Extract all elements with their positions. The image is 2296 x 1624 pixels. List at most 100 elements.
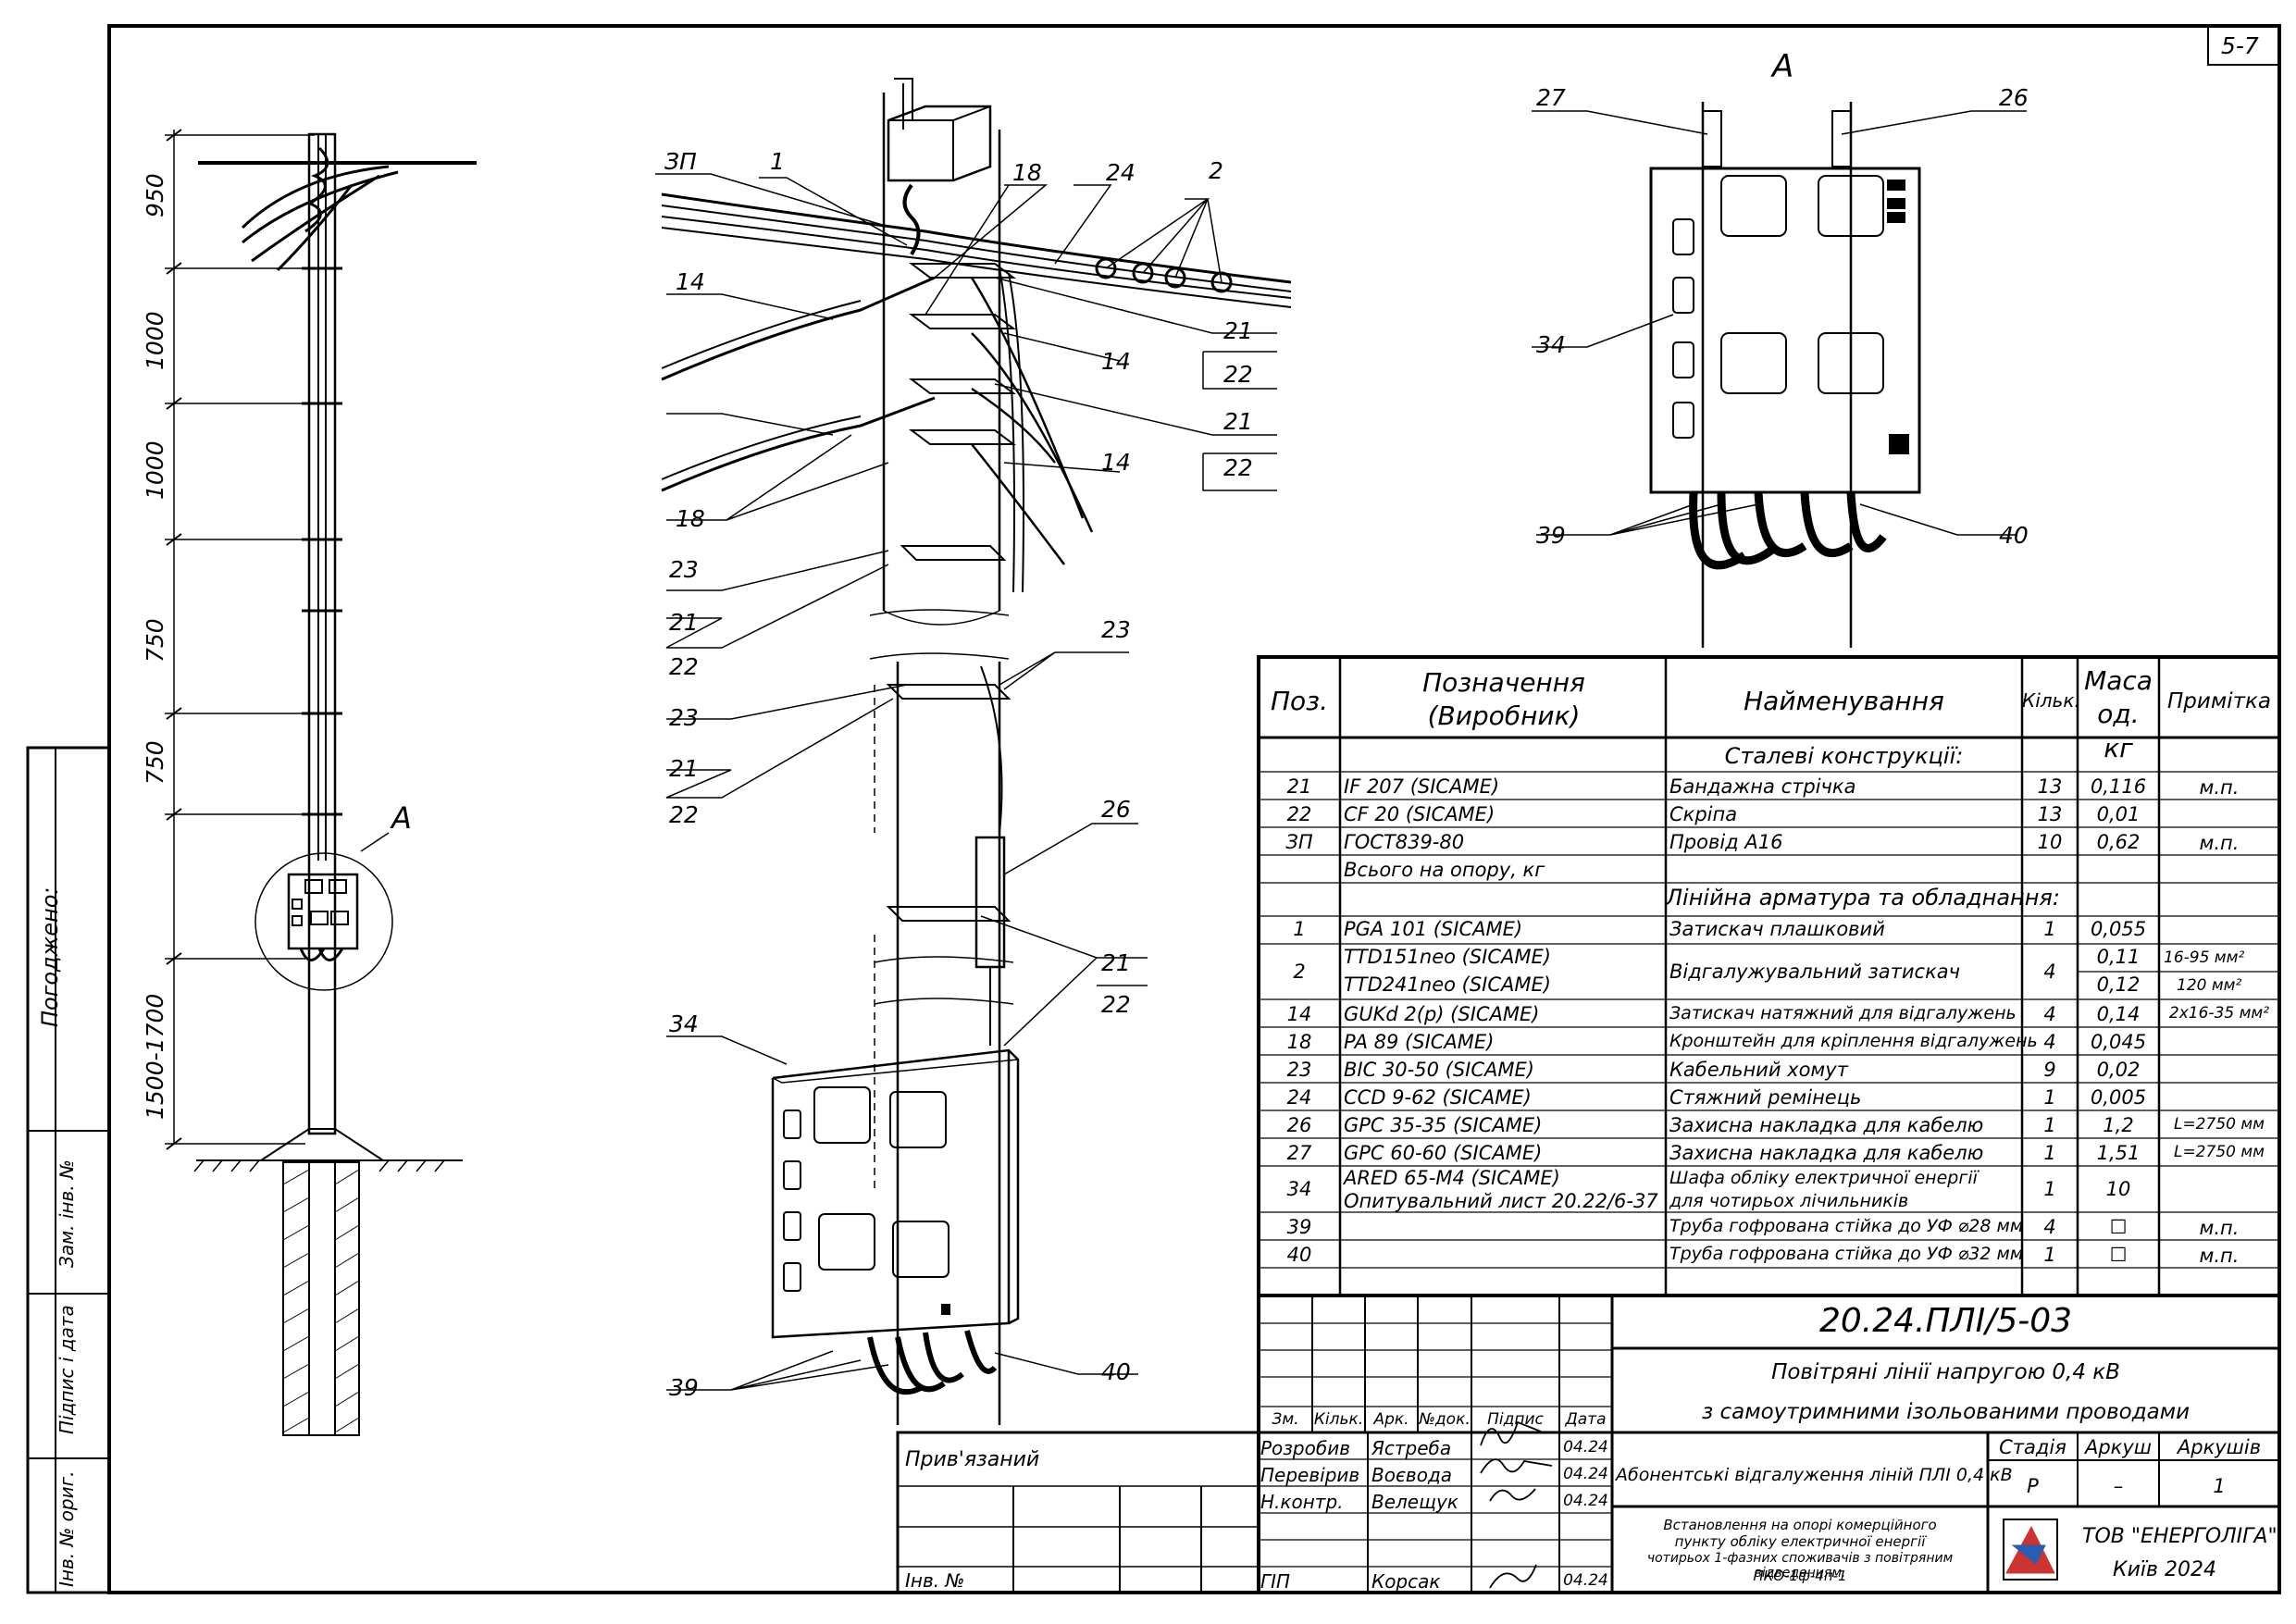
cell-qty: 1	[2043, 1086, 2056, 1109]
callout-21-b: 21	[1223, 408, 1253, 435]
th-note: Примітка	[2167, 689, 2271, 713]
cell-qty: 1	[2043, 1178, 2056, 1200]
cell-note: м.п.	[2199, 776, 2240, 799]
detail-callout-26: 26	[1999, 84, 2029, 111]
inv-no-label: Інв. №	[905, 1569, 965, 1592]
tb-person: Воєвода	[1371, 1464, 1453, 1486]
cell-des: ГОСТ839-80	[1344, 831, 1465, 853]
callout-18-top: 18	[1012, 159, 1042, 186]
cell-name: Кабельний хомут	[1669, 1059, 1848, 1081]
tb-col-head: Дата	[1565, 1410, 1607, 1429]
cell-mass: 0,01	[2096, 803, 2141, 825]
view-marker-a: A	[391, 800, 412, 836]
callout-23-b: 23	[1101, 616, 1131, 643]
tb-date: 04.24	[1563, 1571, 1608, 1590]
cell-pos: 22	[1286, 803, 1312, 825]
strip-inv-orig: Інв. № ориг.	[56, 1470, 78, 1587]
callout-21-e: 21	[1101, 949, 1131, 976]
cell-qty: 1	[2043, 1114, 2056, 1136]
tb-date: 04.24	[1563, 1492, 1608, 1510]
cell-name: для чотирьох лічильників	[1669, 1191, 1909, 1211]
cell-name: Затискач плашковий	[1669, 918, 1885, 940]
callout-14-c: 14	[1101, 449, 1131, 476]
cell-des: CF 20 (SICAME)	[1344, 803, 1496, 825]
cell-name: Захисна накладка для кабелю	[1669, 1142, 1984, 1164]
cell-note: 120 мм²	[2177, 976, 2242, 995]
dim-1000-b: 1000	[142, 440, 168, 500]
cell-qty: 4	[2043, 961, 2056, 983]
cell-des: PA 89 (SICAME)	[1344, 1031, 1495, 1053]
callout-21-c: 21	[669, 609, 699, 636]
cell-note: м.п.	[2199, 1217, 2240, 1239]
th-mass: Маса од. кг	[2084, 665, 2153, 763]
cell-mass: 1,2	[2103, 1114, 2134, 1136]
cell-name: Скріпа	[1669, 803, 1738, 825]
cell-qty: 9	[2043, 1059, 2056, 1081]
cell-pos: 23	[1286, 1059, 1312, 1081]
cell-pos: 21	[1286, 775, 1312, 798]
tb-col-head: Кільк.	[1313, 1410, 1364, 1429]
spec-table-grid	[1257, 655, 2281, 1297]
cell-qty: 1	[2043, 1142, 2056, 1164]
cell-note: м.п.	[2199, 1245, 2240, 1267]
title-line-2: з самоутримними ізольованими проводами	[1701, 1400, 2191, 1424]
cell-pos: 18	[1286, 1031, 1312, 1053]
callout-22-a: 22	[1223, 361, 1253, 388]
stage-value: Р	[2027, 1475, 2039, 1497]
cell-mass: 0,116	[2090, 775, 2147, 798]
cell-pos: ЗП	[1285, 831, 1313, 853]
cell-des: Всього на опору, кг	[1344, 859, 1545, 881]
cell-note: 16-95 мм²	[2164, 948, 2245, 967]
cell-mass: 0,11	[2096, 946, 2141, 968]
cell-pos: 27	[1286, 1142, 1312, 1164]
company-city: Київ 2024	[2113, 1558, 2216, 1581]
th-qty: Кільк.	[2022, 689, 2080, 712]
cell-mass: ☐	[2109, 1216, 2128, 1238]
cell-mass: 0,14	[2096, 1003, 2141, 1025]
cell-name: Відгалужувальний затискач	[1669, 961, 1961, 983]
title-block-grid	[896, 1294, 2281, 1594]
cell-des: TTD151neo (SICAME)	[1344, 946, 1551, 968]
tb-col-head: №док.	[1419, 1410, 1471, 1429]
cell-des: ARED 65-M4 (SICAME)	[1344, 1167, 1560, 1189]
strip-sign-date: Підпис і дата	[56, 1305, 78, 1434]
cell-mass: 0,055	[2090, 918, 2147, 940]
cell-name: Затискач натяжний для відгалужень	[1669, 1003, 2017, 1023]
callout-23-c: 23	[669, 704, 699, 731]
sheet-frame	[107, 24, 2281, 1594]
left-strip	[26, 746, 111, 1594]
cell-des: PGA 101 (SICAME)	[1344, 918, 1523, 940]
cell-qty: 4	[2043, 1003, 2056, 1025]
cell-mass: 0,005	[2090, 1086, 2147, 1109]
section-steel: Сталеві конструкції:	[1724, 743, 1964, 769]
stage-header: Стадія	[1999, 1436, 2066, 1458]
title-note-3: чотирьох 1-фазних споживачів з повітряни…	[1646, 1551, 1954, 1581]
tb-person: Ястреба	[1371, 1437, 1452, 1459]
cell-des: GPC 35-35 (SICAME)	[1344, 1114, 1543, 1136]
dim-1000-a: 1000	[142, 311, 168, 370]
cell-qty: 10	[2037, 831, 2063, 853]
tb-date: 04.24	[1563, 1438, 1608, 1457]
bound-label: Прив'язаний	[905, 1448, 1040, 1471]
title-note-4: ПКО-1ф-4п-1	[1753, 1568, 1847, 1584]
callout-21-a: 21	[1223, 317, 1253, 344]
cell-name: Шафа обліку електричної енергії	[1669, 1168, 1978, 1188]
cell-qty: 13	[2037, 775, 2063, 798]
strip-zam-inv: Зам. інв. №	[56, 1159, 78, 1268]
tb-role: Розробив	[1260, 1437, 1350, 1459]
sheet-tag: 5-7	[2221, 32, 2259, 59]
cell-mass: 1,51	[2096, 1142, 2141, 1164]
cell-name: Кронштейн для кріплення відгалужень	[1669, 1031, 2038, 1051]
sheets-value: 1	[2213, 1475, 2226, 1497]
tb-col-head: Підпис	[1487, 1410, 1544, 1429]
cell-name: Бандажна стрічка	[1669, 775, 1856, 798]
callout-18-bot: 18	[676, 505, 705, 532]
cell-des: BIC 30-50 (SICAME)	[1344, 1059, 1534, 1081]
cell-qty: 1	[2043, 1244, 2056, 1266]
doc-code: 20.24.ПЛІ/5-03	[1818, 1302, 2073, 1340]
callout-2: 2	[1209, 157, 1223, 184]
tb-col-head: Зм.	[1272, 1410, 1299, 1429]
cell-des: GUKd 2(p) (SICAME)	[1344, 1003, 1540, 1025]
callout-21-d: 21	[669, 755, 699, 782]
cell-pos: 34	[1286, 1178, 1312, 1200]
